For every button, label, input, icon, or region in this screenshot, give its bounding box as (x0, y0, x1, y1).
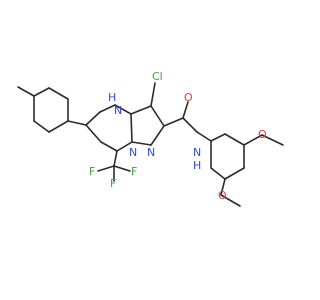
carbonyl-oxygen-atom: O (184, 91, 193, 104)
fluorine-atom-1: F (110, 177, 116, 190)
ring-nh-atom: H (108, 91, 116, 104)
bridge-n-atom-1: N (129, 146, 137, 159)
fluorine-atom-3: F (131, 165, 137, 178)
molecule-diagram: Cl H N N N O N H O O F F F (17, 70, 284, 207)
amide-n-atom: N (193, 146, 201, 159)
bond-layer (17, 82, 284, 207)
amide-h-atom: H (193, 159, 201, 172)
bridge-n-atom-2: N (147, 146, 155, 159)
methoxy-oxygen-1: O (258, 128, 267, 141)
atom-labels: Cl H N N N O N H O O F F F (89, 70, 267, 202)
chlorine-atom: Cl (152, 70, 163, 83)
methoxy-oxygen-2: O (218, 189, 227, 202)
ring-n-atom: N (114, 104, 122, 117)
fluorine-atom-2: F (89, 165, 95, 178)
